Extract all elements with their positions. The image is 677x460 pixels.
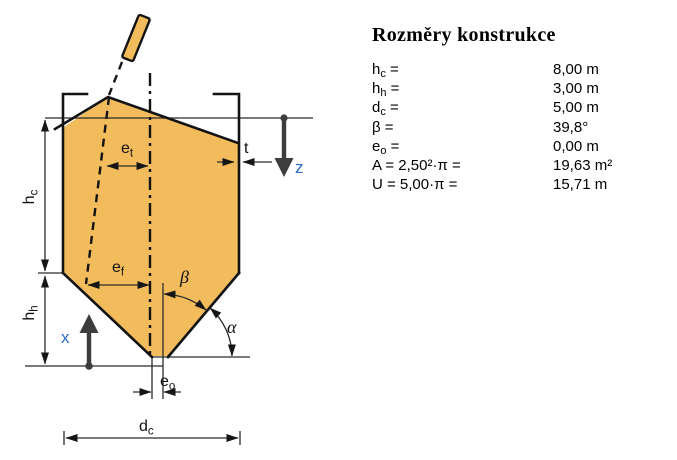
- dimension-value: 15,71 m: [553, 176, 608, 194]
- dimension-value: 39,8°: [553, 118, 589, 136]
- hopper-left-slope: [61, 271, 154, 359]
- t-label: t: [244, 140, 249, 157]
- dimension-value: 19,63 m²: [553, 156, 613, 174]
- eo-label: eo: [160, 373, 175, 393]
- z-axis-label: z: [295, 158, 304, 177]
- dimension-value: 5,00 m: [553, 99, 599, 117]
- left-wall: [61, 92, 89, 275]
- dimension-row-dc: dc = 5,00 m: [372, 99, 599, 119]
- dimension-row-eo: eo = 0,00 m: [372, 137, 599, 157]
- right-wall: [212, 92, 241, 275]
- dimension-value: 8,00 m: [553, 61, 599, 78]
- x-axis-arrow: [79, 314, 99, 370]
- dimension-row-hh: hh = 3,00 m: [372, 80, 599, 100]
- dimension-value: 0,00 m: [553, 137, 599, 155]
- alpha-angle-arc: [209, 307, 236, 357]
- dc-label: dc: [139, 418, 154, 438]
- hopper-right-slope: [166, 271, 241, 359]
- z-axis-arrow: [274, 114, 294, 177]
- hc-label: hc: [21, 189, 41, 204]
- beta-label: β: [179, 267, 189, 287]
- ef-label: ef: [112, 259, 125, 279]
- material-surface-line: [53, 95, 240, 145]
- dimensions-panel: Rozměry konstrukce hc = 8,00 m hh = 3,00…: [372, 24, 672, 194]
- hh-label: hh: [21, 305, 41, 320]
- et-label: et: [121, 140, 134, 160]
- dimension-row-area: A = 2,50²·π = 19,63 m²: [372, 156, 613, 174]
- fill-axis-dashed-line: [84, 96, 111, 285]
- fill-chute: [107, 13, 151, 96]
- dimension-row-beta: β = 39,8°: [372, 118, 589, 136]
- x-axis-label: x: [61, 328, 70, 347]
- alpha-label: α: [227, 317, 237, 337]
- silo-diagram: hc hh et ef eo dc t β α x z: [21, 13, 313, 445]
- beta-angle-arc: [163, 290, 207, 311]
- dimension-row-perimeter: U = 5,00·π = 15,71 m: [372, 176, 608, 194]
- dimension-value: 3,00 m: [553, 80, 599, 98]
- panel-title: Rozměry konstrukce: [372, 24, 556, 46]
- dimension-row-hc: hc = 8,00 m: [372, 61, 599, 80]
- fill-trajectory-dashed-line: [107, 61, 124, 96]
